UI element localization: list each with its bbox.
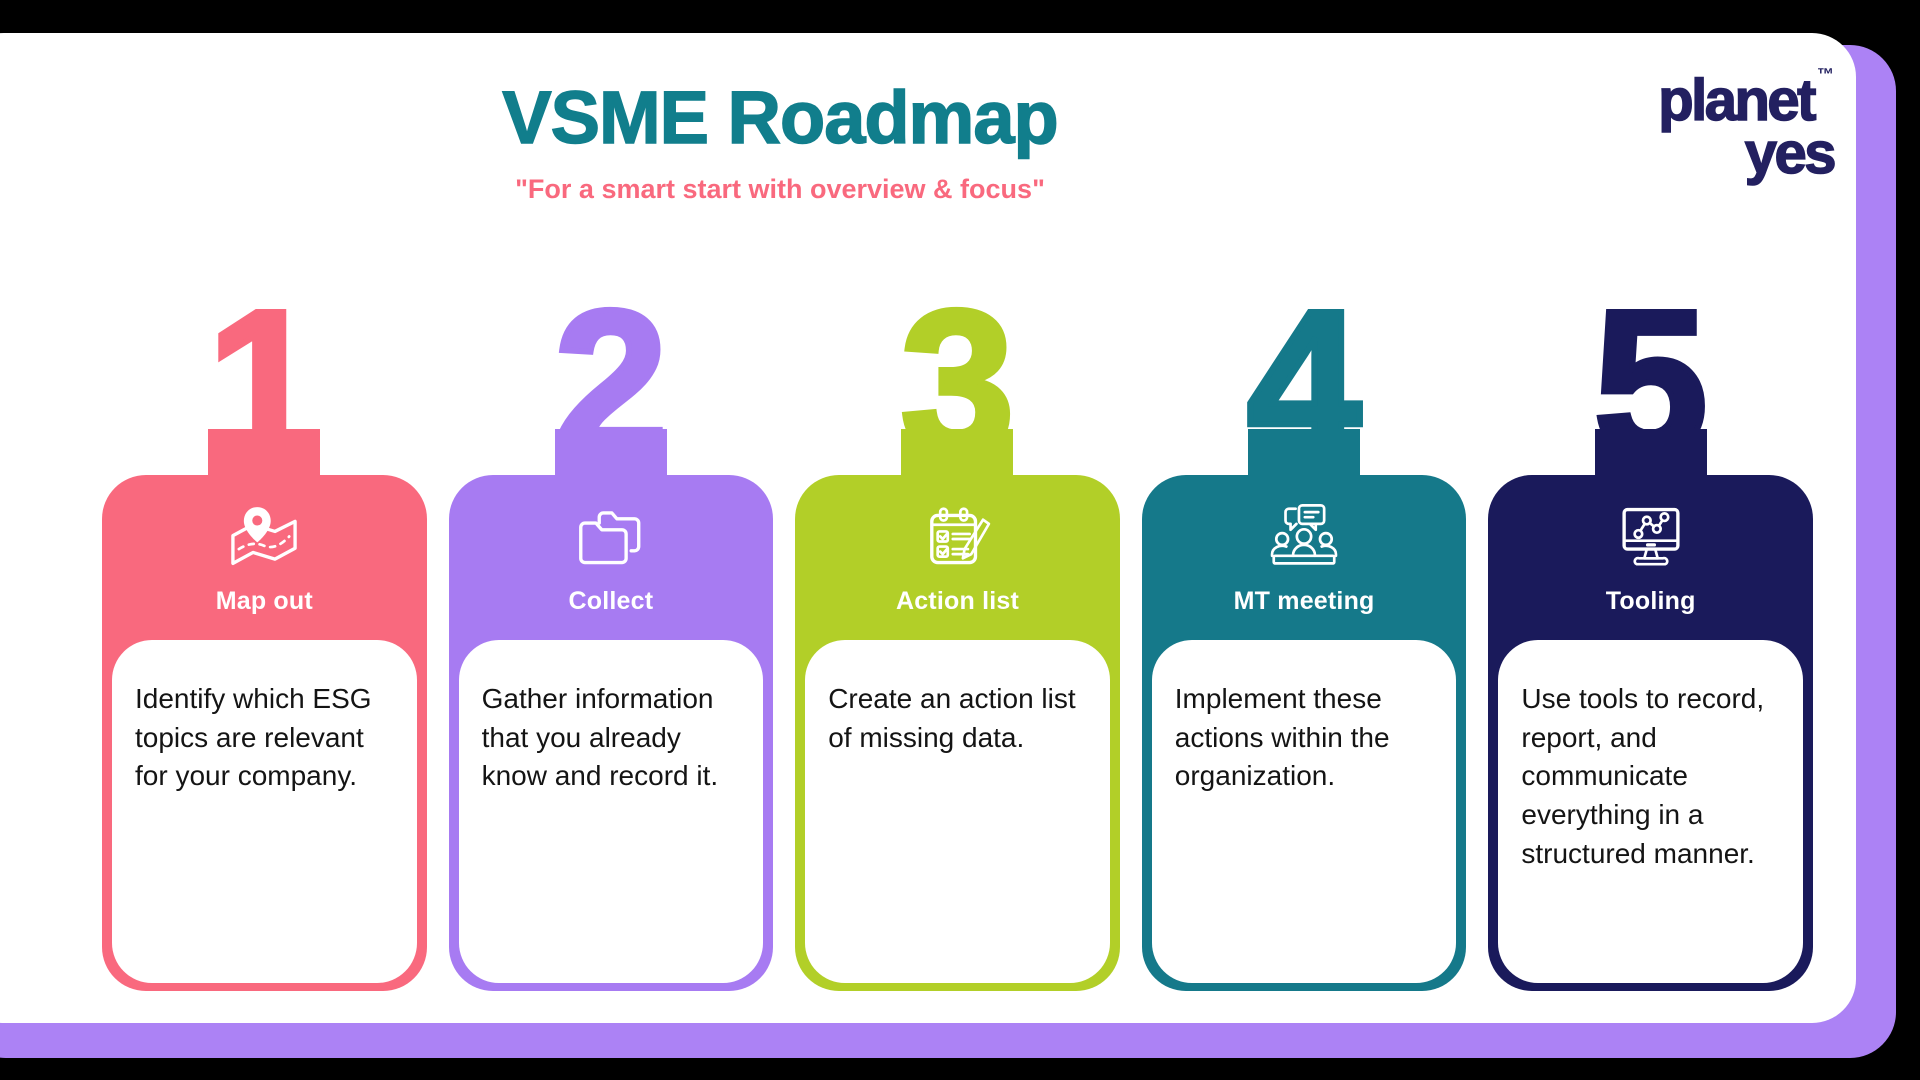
- step-description: Identify which ESG topics are relevant f…: [112, 640, 417, 983]
- step-stem: [1594, 429, 1707, 475]
- step-stem: [901, 429, 1014, 475]
- page-title: VSME Roadmap: [502, 75, 1060, 160]
- step-collect: 2 Collect Gather information that you al…: [448, 251, 774, 991]
- infographic-card: VSME Roadmap "For a smart start with ove…: [0, 33, 1856, 1023]
- checklist-pencil-icon: Action list Create an action list of mis…: [795, 475, 1120, 991]
- step-label: Map out: [215, 587, 313, 615]
- folder-icon: [569, 497, 653, 581]
- step-description: Use tools to record, report, and communi…: [1498, 640, 1803, 983]
- step-action-list: 3: [795, 251, 1120, 991]
- step-description: Implement these actions within the organ…: [1151, 640, 1457, 983]
- map-pin-icon: [222, 497, 306, 581]
- step-label: Collect: [568, 587, 654, 615]
- step-stem: [208, 429, 321, 475]
- steps-row: 1 Map out Identify which ESG topics are …: [0, 251, 1856, 991]
- step-label: MT meeting: [1233, 587, 1375, 615]
- step-description: Gather information that you already know…: [458, 640, 764, 983]
- step-box: Map out Identify which ESG topics are re…: [102, 475, 427, 991]
- step-box: Collect Gather information that you alre…: [448, 475, 774, 991]
- step-map-out: 1 Map out Identify which ESG topics are …: [102, 251, 427, 991]
- step-box: Tooling Use tools to record, report, and…: [1488, 475, 1813, 991]
- step-label: Tooling: [1605, 587, 1696, 615]
- step-box: MT meeting Implement these actions withi…: [1141, 475, 1467, 991]
- trademark: ™: [1817, 65, 1834, 84]
- header: VSME Roadmap "For a smart start with ove…: [0, 33, 1856, 205]
- step-stem: [554, 429, 667, 475]
- monitor-chart-icon: [1609, 497, 1693, 581]
- meeting-icon: [1262, 497, 1346, 581]
- step-description: Create an action list of missing data.: [805, 640, 1110, 983]
- logo-line2: yes: [1744, 121, 1837, 187]
- step-label: Action list: [895, 587, 1019, 615]
- step-tooling: 5 Toolin: [1488, 251, 1813, 991]
- page-subtitle: "For a smart start with overview & focus…: [515, 174, 1045, 204]
- step-mt-meeting: 4: [1141, 251, 1467, 991]
- checklist-pencil-icon: [915, 497, 999, 581]
- step-stem: [1248, 429, 1361, 475]
